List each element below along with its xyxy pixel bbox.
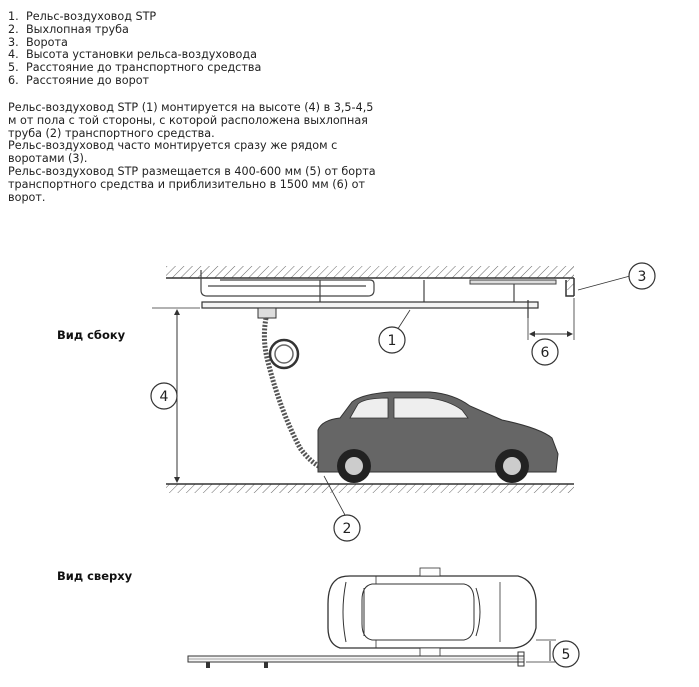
- car-top: [327, 567, 537, 657]
- callout-gate: 3: [628, 262, 656, 290]
- exhaust-leader-line: [323, 475, 346, 516]
- legend-item-3: 3.Ворота: [8, 35, 68, 49]
- callout-height: 4: [150, 382, 178, 410]
- ceiling: [166, 266, 574, 279]
- callout-gate-distance: 6: [531, 338, 559, 366]
- gate-leader-line: [577, 275, 631, 291]
- car-side: [317, 391, 559, 483]
- legend-item-4: 4.Высота установки рельса-воздуховода: [8, 48, 257, 62]
- hose-trolley: [257, 307, 324, 471]
- gate-wall: [565, 266, 575, 297]
- callout-gate-number: 3: [638, 269, 647, 285]
- rail-duct: [200, 270, 557, 318]
- callout-rail: 1: [378, 326, 406, 354]
- floor: [166, 483, 574, 493]
- gate-distance-dimension: [527, 298, 575, 340]
- rail-top-view: [187, 651, 525, 668]
- side-view-label: Вид сбоку: [57, 328, 126, 342]
- description-text: Рельс-воздуховод STP (1) монтируется на …: [8, 101, 380, 204]
- top-view-label: Вид сверху: [57, 569, 133, 583]
- callout-vehicle-distance-number: 5: [562, 647, 571, 663]
- legend-item-5: 5.Расстояние до транспортного средства: [8, 61, 262, 75]
- callout-gate-distance-number: 6: [541, 345, 550, 361]
- description-paragraph-2: Рельс-воздуховод часто монтируется сразу…: [8, 139, 338, 166]
- vehicle-distance-dimension: [526, 639, 556, 663]
- description-paragraph-3: Рельс-воздуховод STP размещается в 400-6…: [8, 164, 376, 204]
- legend-list: 1.Рельс-воздуховод STP 2.Выхлопная труба…: [8, 10, 262, 88]
- callout-exhaust-number: 2: [343, 521, 352, 537]
- callout-height-number: 4: [160, 389, 169, 405]
- legend-item-6: 6.Расстояние до ворот: [8, 73, 150, 87]
- callout-rail-number: 1: [388, 333, 397, 349]
- callout-vehicle-distance: 5: [552, 640, 580, 668]
- legend-item-2: 2.Выхлопная труба: [8, 22, 129, 36]
- callout-exhaust: 2: [333, 514, 361, 542]
- description-paragraph-1: Рельс-воздуховод STP (1) монтируется на …: [8, 101, 374, 140]
- legend-item-1: 1.Рельс-воздуховод STP: [8, 10, 157, 23]
